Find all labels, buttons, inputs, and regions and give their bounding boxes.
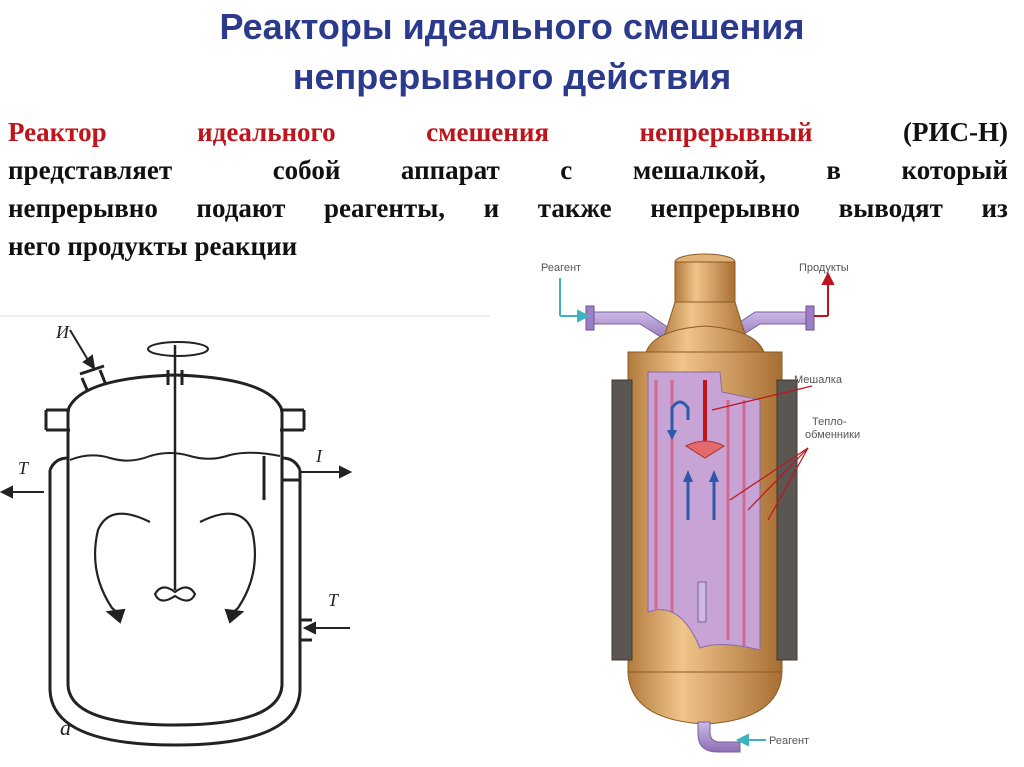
word: и (483, 193, 500, 223)
paragraph-line-1: Реактор идеального смешения непрерывный … (8, 113, 1008, 151)
word: идеального (197, 117, 336, 147)
word: непрерывно (650, 193, 801, 223)
label-reagent-out: Реагент (769, 735, 809, 747)
top-cap (644, 253, 766, 357)
reagent-bottom-arrow (735, 733, 766, 747)
word: выводят (838, 193, 943, 223)
word: также (537, 193, 612, 223)
bottom-pipe (697, 721, 741, 753)
page-title-line-1: Реакторы идеального смешения (219, 6, 805, 47)
arrow-heads-blue (667, 430, 719, 482)
word: непрерывный (639, 117, 813, 147)
paragraph-line-4: него продукты реакции (8, 231, 298, 261)
reagent-in-arrow (559, 278, 591, 323)
word: Реактор (8, 117, 107, 147)
leader-lines (711, 385, 813, 521)
word: аппарат (400, 155, 500, 185)
word: смешения (426, 117, 550, 147)
label-reagent-in: Реагент (541, 262, 581, 274)
label-heat-exchangers-2: обменники (805, 429, 860, 441)
word: с (560, 155, 573, 185)
word: мешалкой, (632, 155, 766, 185)
label-i-right: I (315, 446, 323, 466)
products-arrow (814, 271, 835, 317)
word: (РИС-Н) (903, 117, 1008, 147)
label-heat-exchangers-1: Тепло- (812, 416, 847, 428)
flow-arrows (0, 329, 353, 635)
label-t-left: Т (18, 458, 30, 478)
paragraph-line-2: представляет собой аппарат с мешалкой, в… (8, 151, 1008, 189)
label-products: Продукты (799, 262, 849, 274)
word: в (826, 155, 841, 185)
page-title-line-2: непрерывного действия (292, 56, 732, 97)
stirrer-impeller (685, 440, 725, 459)
word: реагенты, (323, 193, 446, 223)
interior-cutaway (647, 371, 761, 651)
word: непрерывно (8, 193, 158, 223)
label-t-right: Т (328, 590, 340, 610)
word: подают (196, 193, 286, 223)
word: который (901, 155, 1008, 185)
caption-a: а (60, 715, 71, 740)
paragraph-line-3: непрерывно подают реагенты, и также непр… (8, 189, 1008, 227)
internal-arrows (670, 400, 716, 520)
word: из (981, 193, 1008, 223)
word: представляет (8, 155, 173, 185)
description-paragraph: Реактор идеального смешения непрерывный … (8, 113, 1008, 265)
label-stirrer: Мешалка (794, 374, 843, 386)
label-i: И (55, 322, 70, 342)
word: собой (272, 155, 341, 185)
reactor-vessel (44, 341, 312, 747)
